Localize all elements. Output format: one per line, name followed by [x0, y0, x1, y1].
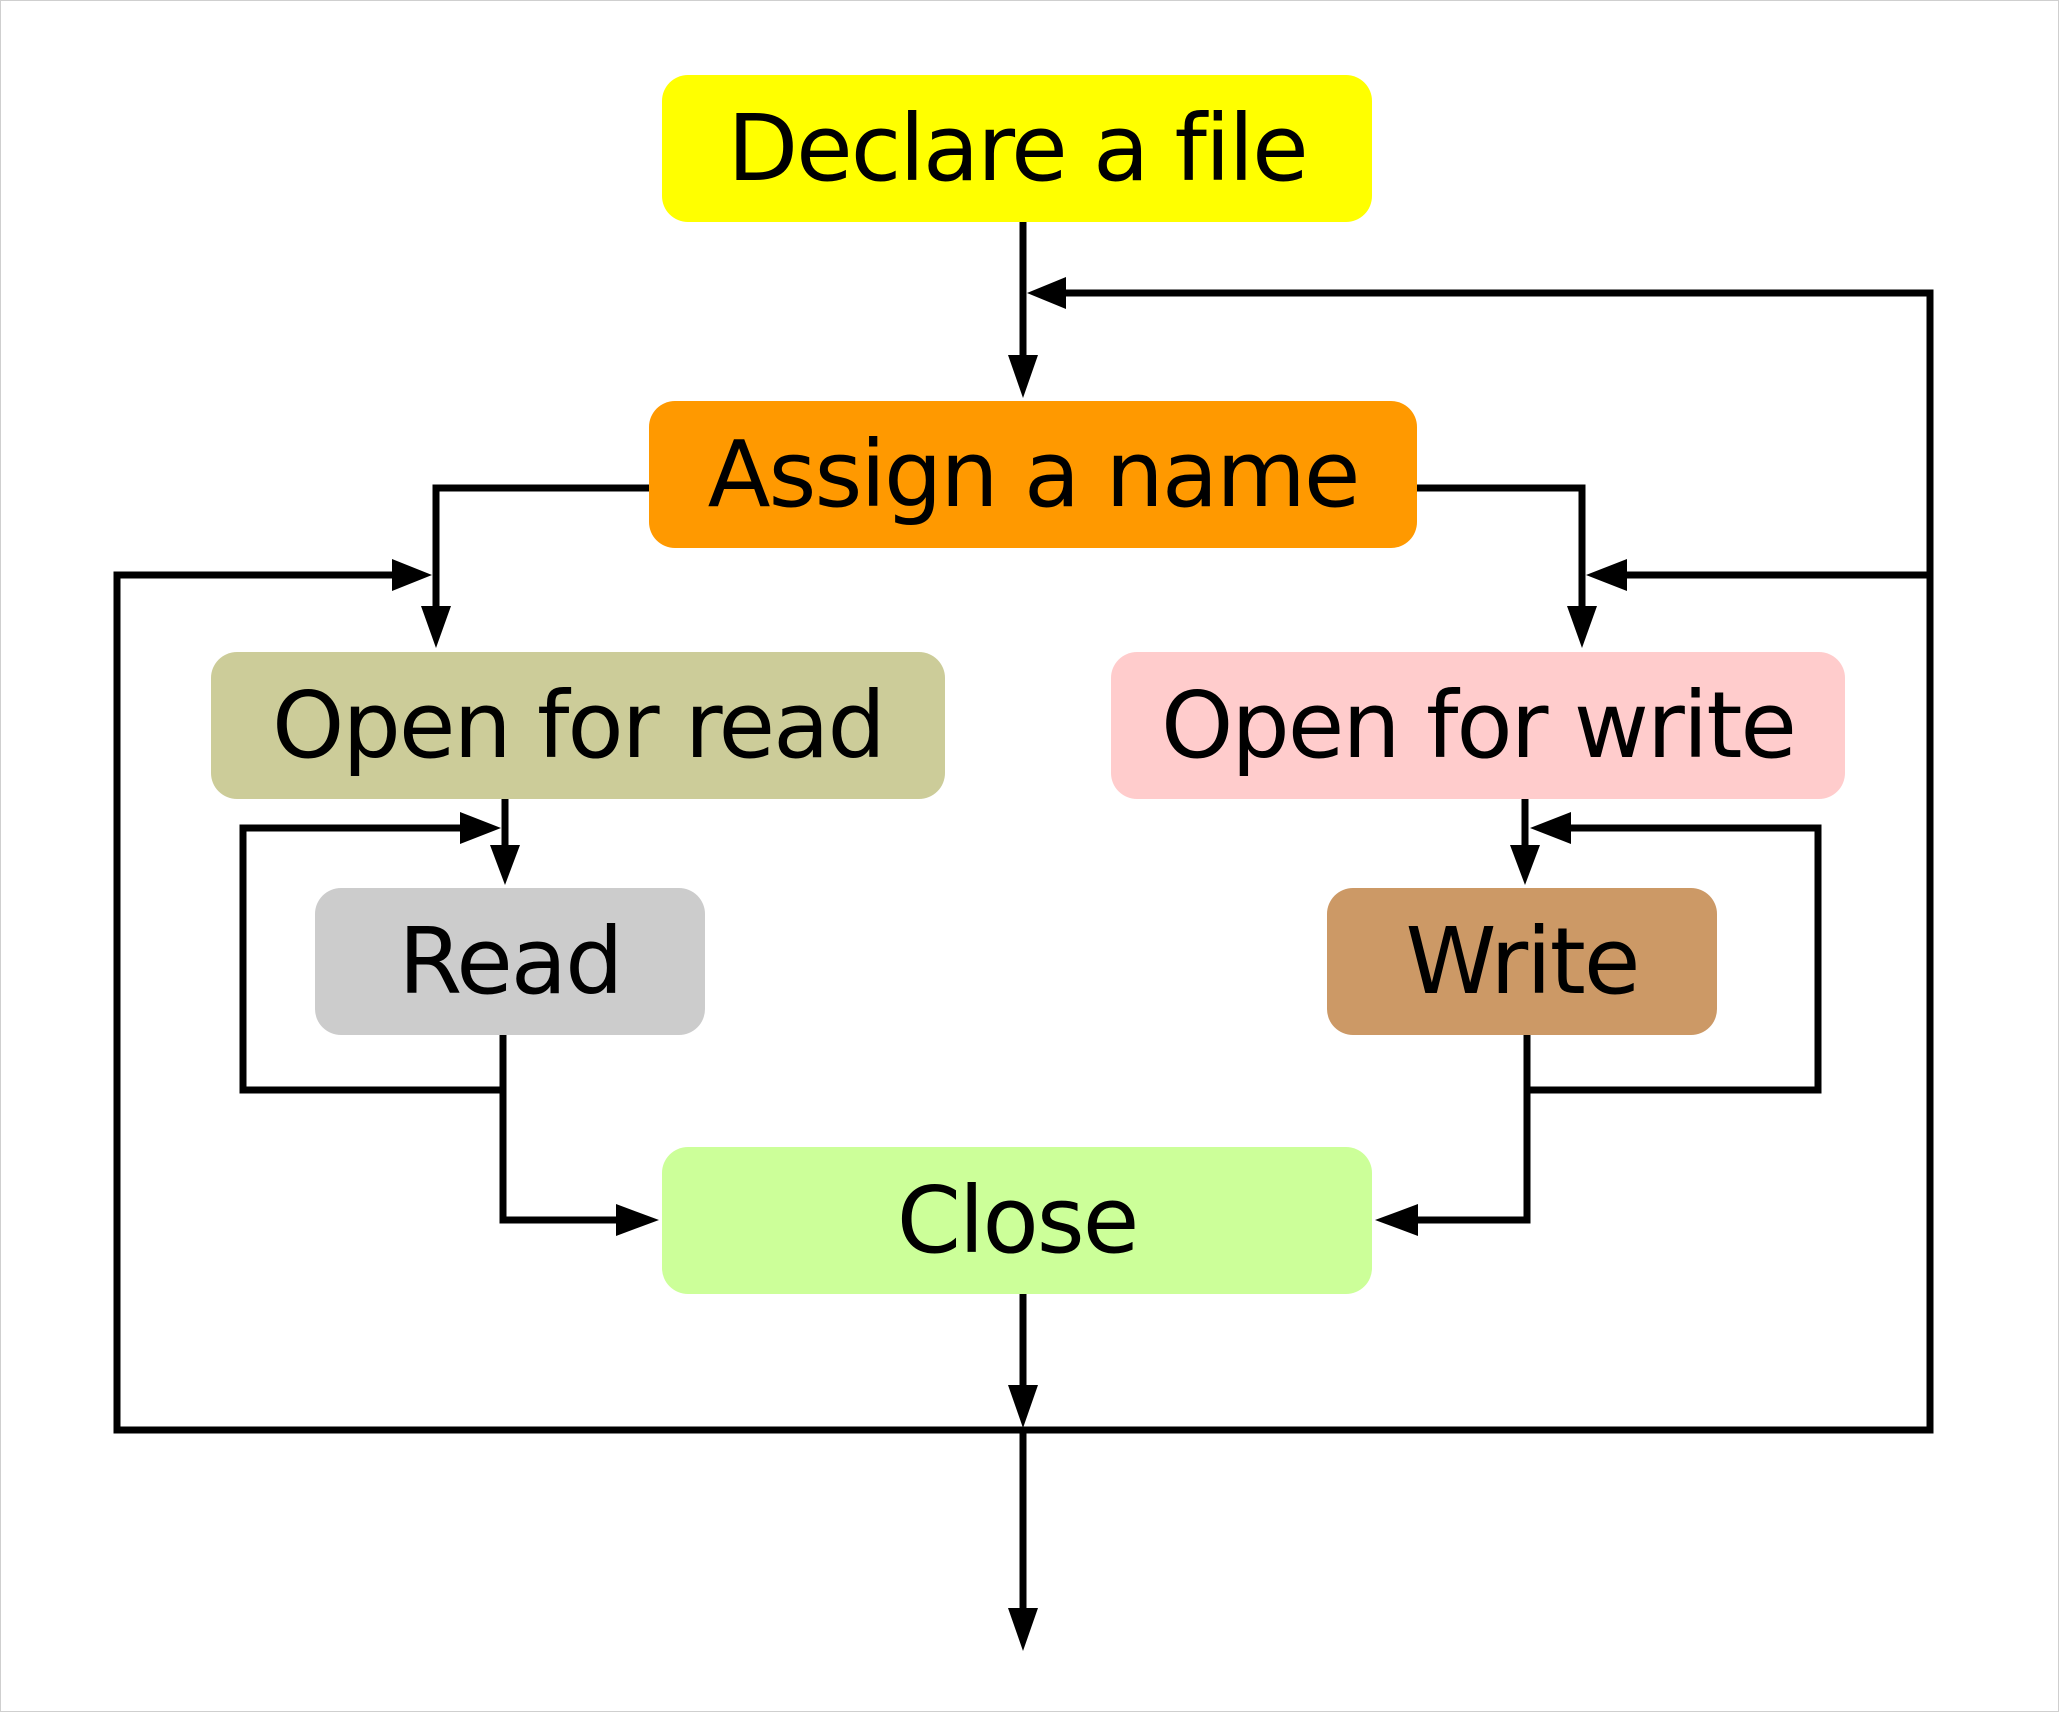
node-open-for-write: Open for write	[1111, 652, 1845, 799]
edge-loop-back-to-open-read	[113, 571, 396, 1434]
edge-assign-to-open-read	[432, 484, 653, 610]
edge-assign-to-open-write	[1413, 484, 1586, 610]
arrowhead-write	[1510, 845, 1540, 885]
arrowhead-write-loop	[1530, 812, 1571, 844]
arrowhead-close-right	[1375, 1204, 1418, 1236]
arrowhead-exit	[1008, 1608, 1038, 1651]
arrowhead-loop-back-open-write	[1586, 559, 1627, 591]
edge-write-loop	[1523, 824, 1822, 1094]
edge-loop-back-to-assign	[1058, 289, 1934, 1434]
node-declare-file: Declare a file	[662, 75, 1372, 222]
arrowhead-read	[490, 845, 520, 885]
node-assign-name: Assign a name	[649, 401, 1417, 548]
edge-write-to-close	[1414, 1031, 1531, 1224]
edge-read-loop	[239, 824, 507, 1094]
arrowhead-open-read	[421, 606, 451, 648]
arrowhead-open-write	[1567, 606, 1597, 648]
arrowhead-close-left	[616, 1204, 659, 1236]
node-write: Write	[1327, 888, 1717, 1035]
arrowhead-loop-junction	[1008, 1385, 1038, 1428]
edge-read-to-close	[499, 1031, 620, 1224]
node-open-for-read: Open for read	[211, 652, 945, 799]
arrowhead-assign	[1008, 355, 1038, 398]
node-read: Read	[315, 888, 705, 1035]
node-close: Close	[662, 1147, 1372, 1294]
arrowhead-read-loop	[460, 812, 501, 844]
arrowhead-loop-back-open-read	[392, 559, 432, 591]
arrowhead-loop-back-assign	[1027, 277, 1066, 309]
